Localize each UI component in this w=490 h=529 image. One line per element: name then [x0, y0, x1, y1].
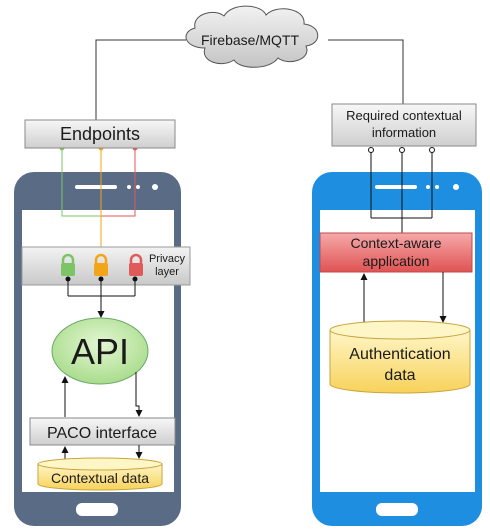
auth-data-line1: Authentication [349, 346, 450, 363]
right-speaker [375, 185, 417, 189]
right-camera-dot [426, 185, 430, 189]
left-camera-dot [127, 185, 131, 189]
context-aware-app-line2: application [363, 253, 430, 269]
required-info-wires [370, 150, 433, 233]
required-info-node [429, 147, 435, 153]
paco-interface-box [29, 417, 176, 446]
privacy-label-line1: Privacy [149, 253, 186, 265]
left-speaker [75, 185, 117, 189]
right-home-button [376, 503, 418, 516]
endpoints-box [24, 119, 176, 149]
contextual-data-cylinder: Contextual data [37, 457, 163, 491]
left-phone: Endpoints Privacy layer API [14, 119, 191, 526]
contextual-data-label: Contextual data [51, 470, 149, 486]
required-info-node [399, 147, 405, 153]
left-camera-lens [152, 184, 158, 190]
cloud-connections [95, 39, 404, 120]
firebase-mqtt-cloud: Firebase/MQTT [185, 5, 319, 68]
context-aware-app-line1: Context-aware [350, 235, 441, 251]
required-info-line1: Required contextual [346, 108, 462, 123]
api-label: API [71, 331, 129, 372]
api-ellipse [51, 317, 149, 385]
right-camera-dot [435, 185, 439, 189]
right-camera-lens [453, 184, 459, 190]
lock-to-api-wires [67, 279, 136, 318]
api-to-paco-arrow [135, 372, 143, 417]
paco-interface-label: PACO interface [47, 425, 157, 442]
required-info-line2: information [372, 125, 436, 140]
lock-node [98, 276, 104, 282]
context-aware-app-box [319, 232, 473, 273]
yellow-lock-icon [94, 253, 108, 276]
right-phone: Required contextual information Context-… [312, 103, 482, 526]
privacy-label-line2: layer [155, 266, 179, 278]
lock-node [132, 276, 138, 282]
left-home-button [76, 503, 118, 516]
red-lock-icon [129, 253, 143, 276]
lock-node [65, 276, 71, 282]
green-lock-icon [61, 253, 75, 276]
auth-data-line2: data [384, 367, 415, 384]
endpoints-label: Endpoints [60, 124, 140, 144]
endpoint-wires [61, 148, 136, 256]
cloud-label: Firebase/MQTT [201, 32, 299, 48]
required-info-box [331, 103, 477, 147]
required-info-node [368, 147, 374, 153]
authentication-data-cylinder: Authentication data [329, 320, 471, 394]
left-camera-dot [136, 185, 140, 189]
